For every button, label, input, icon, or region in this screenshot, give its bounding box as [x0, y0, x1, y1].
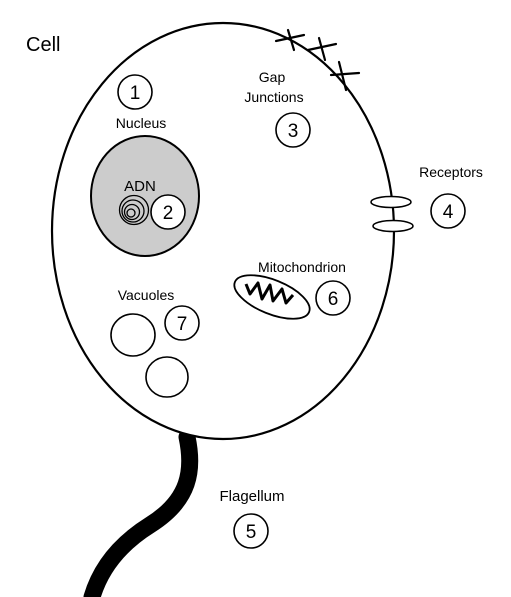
number-2: 2 [163, 203, 174, 224]
number-3: 3 [288, 121, 299, 142]
cell-title: Cell [26, 34, 60, 56]
flagellum [92, 437, 190, 597]
label-junctions: Junctions [244, 89, 303, 105]
number-6: 6 [328, 289, 339, 310]
label-mitochondrion: Mitochondrion [258, 259, 346, 275]
label-receptors: Receptors [419, 164, 483, 180]
nucleus [91, 136, 199, 256]
number-4: 4 [443, 202, 454, 223]
label-vacuoles: Vacuoles [118, 287, 175, 303]
number-5: 5 [246, 522, 257, 543]
label-adn: ADN [124, 178, 156, 195]
label-flagellum: Flagellum [219, 488, 284, 505]
label-nucleus: Nucleus [116, 115, 167, 131]
number-1: 1 [130, 83, 141, 104]
number-7: 7 [177, 314, 188, 335]
label-gap: Gap [259, 69, 286, 85]
